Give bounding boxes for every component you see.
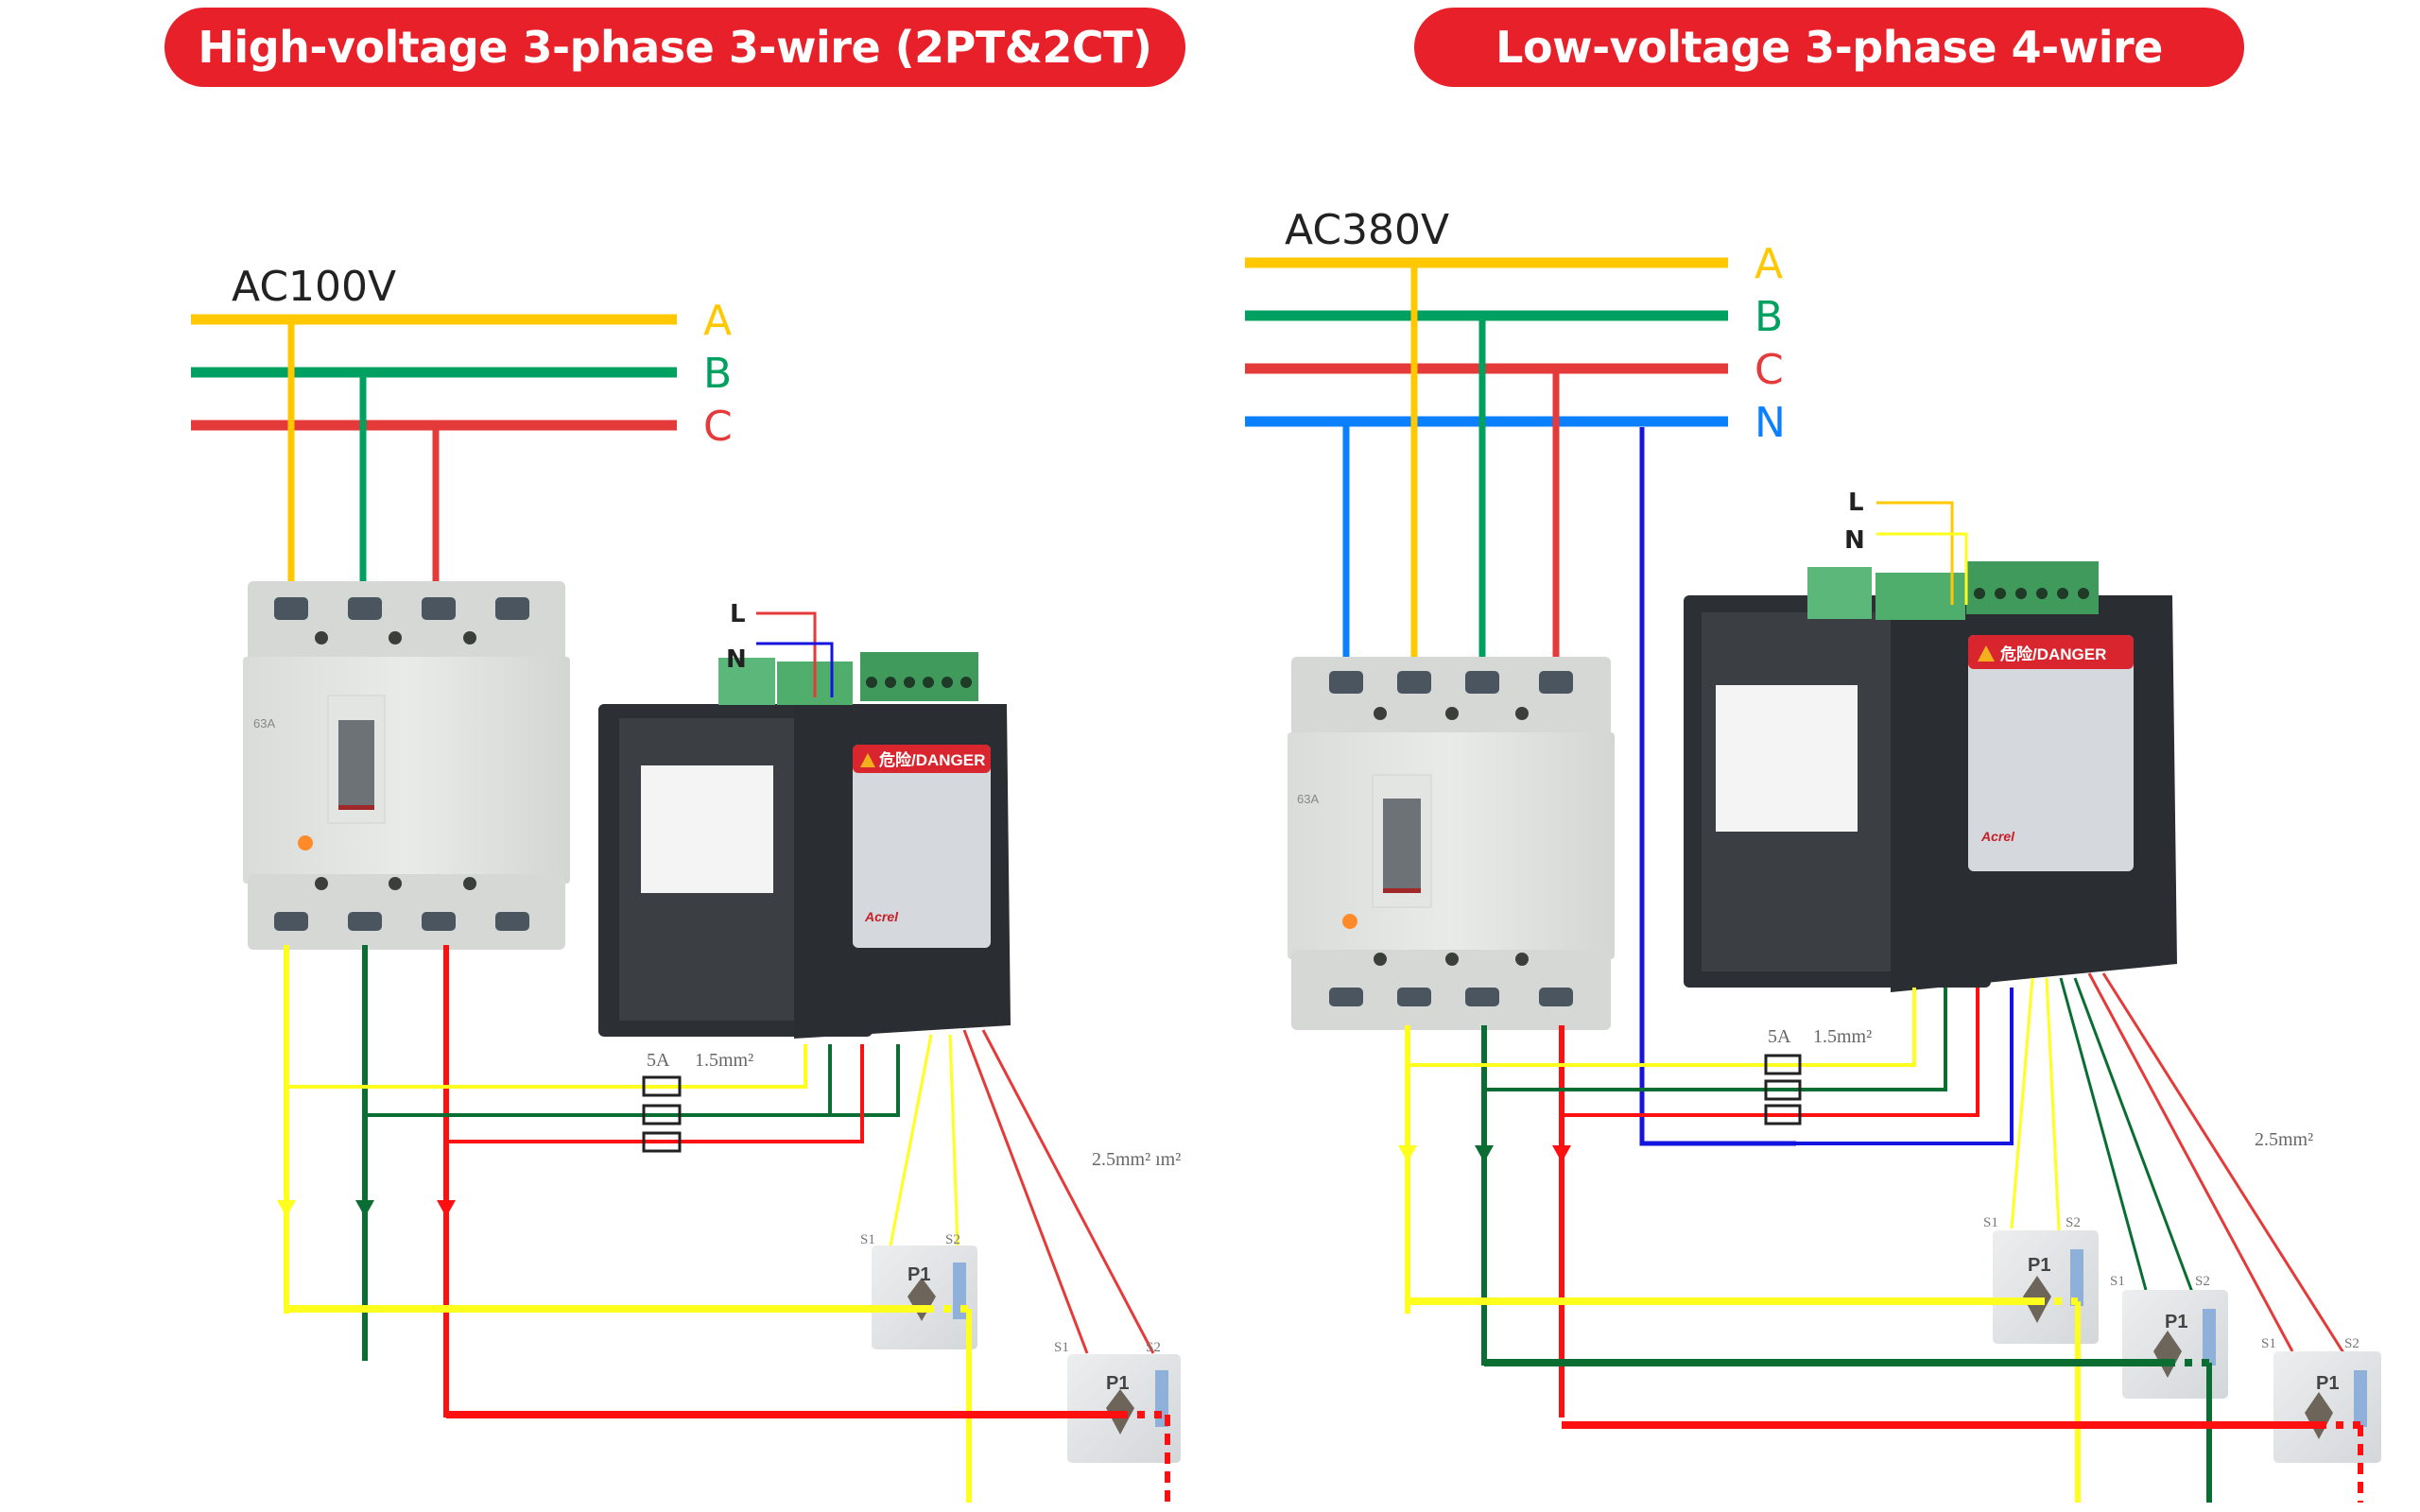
right-ct-a-s1: S1	[1983, 1215, 1998, 1230]
left-fuse-c	[642, 1131, 682, 1153]
right-arrow-c	[1552, 1145, 1571, 1162]
right-n-label: N	[1844, 526, 1865, 555]
right-ct2-s1-wire	[2059, 977, 2148, 1291]
left-ct-c-s1: S1	[1054, 1340, 1069, 1355]
left-phase-c-label: C	[703, 403, 733, 451]
right-phase-c-label: C	[1754, 346, 1784, 394]
right-ct-c-s2: S2	[2344, 1336, 2360, 1351]
left-ct-c-s2: S2	[1146, 1340, 1161, 1355]
left-arrow-b	[355, 1200, 374, 1217]
right-danger-text: 危险/DANGER	[1999, 644, 2106, 663]
left-l-label: L	[730, 600, 746, 628]
right-ct1-s1-wire	[2010, 977, 2034, 1229]
left-fuse-b	[642, 1104, 682, 1125]
left-ct-c-p1: P1	[1106, 1373, 1129, 1394]
right-ct2-s2-wire	[2073, 977, 2195, 1296]
right-phase-b-label: B	[1754, 293, 1783, 341]
left-voltage-label: AC100V	[232, 263, 396, 311]
left-tap-a	[286, 1044, 807, 1089]
left-ct2-s2-wire	[981, 1029, 1155, 1354]
right-tap-c	[1562, 988, 1979, 1117]
left-voltage-wire-spec: 1.5mm²	[695, 1050, 753, 1071]
right-power-meter: 危险/DANGER Acrel	[1684, 561, 2177, 992]
right-ct-b-s2: S2	[2195, 1274, 2210, 1289]
left-danger-label	[853, 745, 991, 948]
right-tap-a	[1408, 988, 1916, 1067]
right-ct-c-s1: S1	[2261, 1336, 2276, 1351]
right-arrow-a	[1398, 1145, 1417, 1162]
left-n-wire	[756, 642, 834, 697]
left-n-label: N	[726, 645, 747, 674]
left-ct-a-s2: S2	[945, 1232, 960, 1247]
left-ct1-s1-wire	[889, 1034, 933, 1246]
left-ct-a-p1: P1	[908, 1264, 930, 1285]
title-low-voltage-text: Low-voltage 3-phase 4-wire	[1495, 22, 2163, 73]
right-tap-n	[1791, 988, 2014, 1145]
left-ct-c: S1 S2 P1	[1054, 1340, 1181, 1463]
left-breaker-rating: 63A	[253, 716, 275, 730]
left-l-wire	[756, 611, 817, 697]
title-high-voltage: High-voltage 3-phase 3-wire (2PT&2CT)	[164, 8, 1185, 87]
left-phase-a-label: A	[703, 297, 732, 345]
left-power-meter: 危险/DANGER Acrel	[598, 652, 1011, 1039]
title-low-voltage: Low-voltage 3-phase 4-wire	[1414, 8, 2244, 87]
right-danger-label	[1968, 635, 2134, 871]
right-arrow-b	[1475, 1145, 1494, 1162]
left-danger-text: 危险/DANGER	[878, 750, 985, 769]
left-system: AC100V A B C 63A	[191, 263, 1181, 1503]
right-ct-c: S1 S2 P1	[2261, 1336, 2381, 1463]
left-meter-nameplate	[641, 765, 773, 893]
right-system: AC380V A B C N	[1245, 206, 2381, 1503]
right-ct-b-s1: S1	[2110, 1274, 2125, 1289]
right-ct-a: S1 S2 P1	[1983, 1215, 2099, 1344]
right-ct-c-p1: P1	[2316, 1373, 2339, 1394]
left-arrow-a	[277, 1200, 296, 1217]
right-ct-b-p1: P1	[2165, 1312, 2187, 1332]
left-meter-brand: Acrel	[864, 909, 899, 924]
left-fuse-spec: 5A	[647, 1050, 670, 1071]
left-ct-a: S1 S2 P1	[860, 1232, 977, 1349]
left-current-wire-spec: 2.5mm² ım²	[1092, 1149, 1181, 1170]
left-circuit-breaker: 63A	[243, 581, 570, 950]
right-phase-n-label: N	[1754, 399, 1786, 447]
left-arrow-c	[437, 1200, 456, 1217]
right-voltage-wire-spec: 1.5mm²	[1813, 1026, 1872, 1047]
left-tap-c	[446, 1044, 864, 1143]
right-voltage-label: AC380V	[1285, 206, 1449, 254]
right-fuse-a	[1764, 1054, 1802, 1075]
right-tap-b	[1484, 988, 1947, 1091]
left-ct1-s2-wire	[948, 1034, 959, 1246]
left-ct-a-s1: S1	[860, 1232, 875, 1247]
right-l-label: L	[1848, 489, 1864, 517]
right-phase-a-label: A	[1754, 240, 1783, 288]
right-current-wire-spec: 2.5mm²	[2255, 1129, 2313, 1150]
left-fuse-a	[642, 1075, 682, 1097]
right-fuse-c	[1764, 1104, 1802, 1125]
right-ct-b: S1 S2 P1	[2110, 1274, 2228, 1399]
left-phase-b-label: B	[703, 350, 732, 398]
title-high-voltage-text: High-voltage 3-phase 3-wire (2PT&2CT)	[198, 22, 1152, 73]
right-breaker-rating: 63A	[1297, 792, 1319, 806]
right-neutral-wire	[1639, 427, 1796, 1146]
right-ct3-s1-wire	[2087, 972, 2294, 1352]
right-fuse-spec: 5A	[1768, 1026, 1791, 1047]
right-fuse-b	[1764, 1079, 1802, 1101]
left-ct2-s1-wire	[962, 1029, 1089, 1354]
right-circuit-breaker: 63A	[1288, 657, 1615, 1030]
left-tap-b	[365, 1044, 900, 1117]
right-meter-brand: Acrel	[1980, 829, 2015, 844]
right-l-wire	[1876, 501, 1954, 605]
right-ct1-s2-wire	[2045, 977, 2061, 1231]
right-ct-a-s2: S2	[2066, 1215, 2081, 1230]
right-ct3-s2-wire	[2101, 972, 2346, 1355]
right-meter-nameplate	[1716, 685, 1858, 832]
right-n-wire	[1876, 532, 1968, 605]
right-ct-a-p1: P1	[2028, 1255, 2050, 1276]
